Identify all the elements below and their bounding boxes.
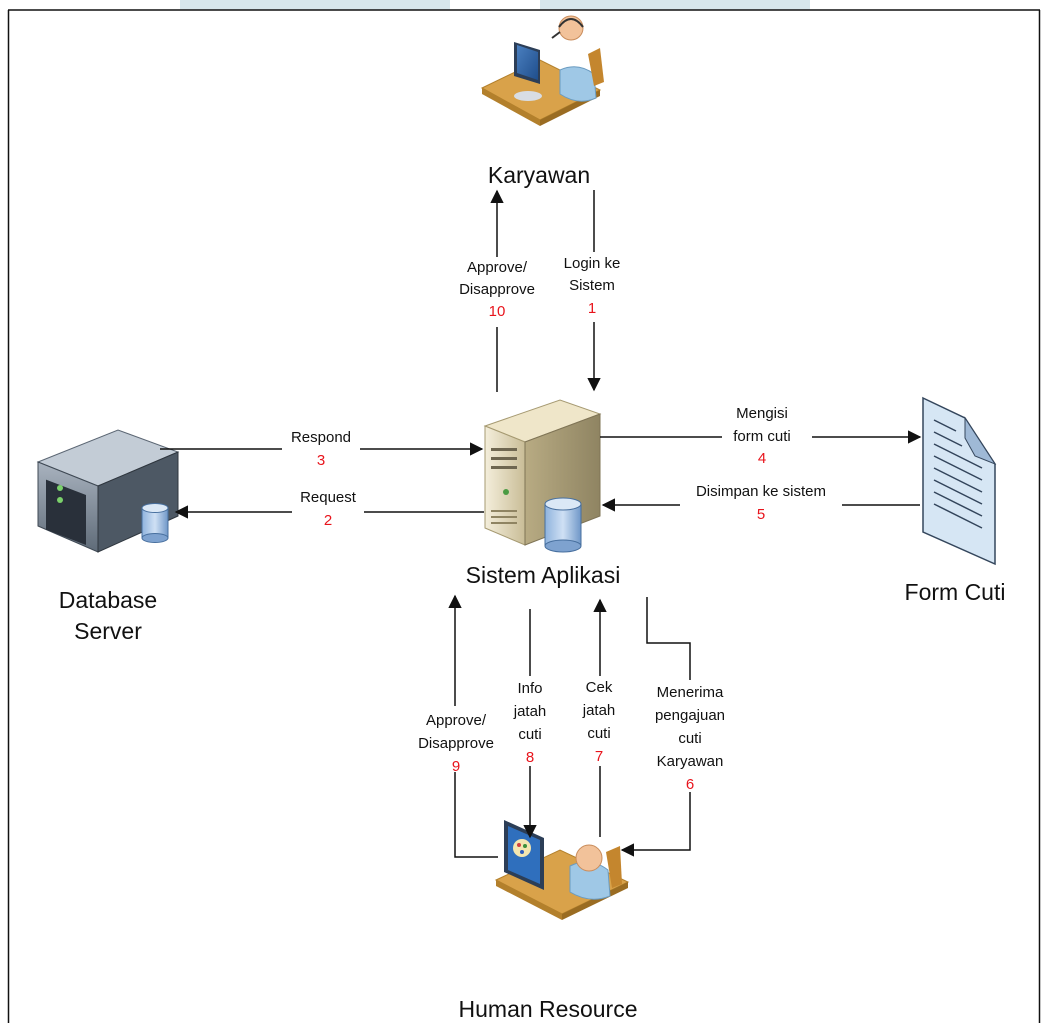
label-bg	[508, 676, 552, 766]
edge-approve-hr-line	[448, 594, 498, 858]
node-label-karyawan: Karyawan	[488, 162, 590, 188]
edge-label: cuti	[587, 725, 610, 742]
node-label-database: Server	[74, 618, 142, 644]
edge-label: jatah	[582, 702, 616, 719]
node-label-database: Database	[59, 587, 157, 613]
label-bg	[552, 252, 636, 322]
edge-label: Disapprove	[418, 735, 494, 752]
edge-label: Disimpan ke sistem	[696, 483, 826, 500]
document-form-icon	[922, 396, 997, 566]
edge-label: Menerima	[657, 684, 724, 701]
employee-at-computer-with-headset-icon	[480, 15, 604, 126]
edge-label: Request	[300, 489, 357, 506]
step-number: 8	[526, 749, 534, 766]
label-bg	[412, 706, 502, 772]
label-bg	[292, 486, 364, 532]
label-bg	[644, 680, 736, 792]
edge-label: Login ke	[564, 255, 621, 272]
edge-label: jatah	[513, 703, 547, 720]
label-bg	[680, 478, 842, 524]
hr-staff-at-computer-icon	[494, 820, 630, 920]
node-label-sistem: Sistem Aplikasi	[466, 562, 621, 588]
edge-label: Mengisi	[736, 405, 788, 422]
edge-label: Sistem	[569, 277, 615, 294]
label-bg	[722, 402, 812, 468]
database-server-rack-icon	[36, 429, 180, 553]
header-tabs	[180, 0, 810, 10]
step-number: 9	[452, 758, 460, 775]
node-label-form: Form Cuti	[905, 579, 1006, 605]
edge-label: Approve/	[467, 259, 528, 276]
edge-label: Info	[517, 680, 542, 697]
step-number: 2	[324, 512, 332, 529]
edge-label: Approve/	[426, 712, 487, 729]
step-number: 6	[686, 776, 694, 793]
edge-menerima-line	[620, 597, 691, 857]
step-number: 4	[758, 450, 766, 467]
label-bg	[578, 676, 622, 766]
edge-label: form cuti	[733, 428, 791, 445]
label-bg	[452, 257, 540, 327]
edge-label: Disapprove	[459, 281, 535, 298]
step-number: 1	[588, 300, 596, 317]
edge-label: cuti	[518, 726, 541, 743]
edge-label: cuti	[678, 730, 701, 747]
label-bg	[282, 426, 360, 472]
application-server-tower-icon	[483, 399, 602, 553]
edge-label: Respond	[291, 429, 351, 446]
step-number: 3	[317, 452, 325, 469]
step-number: 10	[489, 303, 506, 320]
edge-label: pengajuan	[655, 707, 725, 724]
step-number: 7	[595, 748, 603, 765]
edge-label: Karyawan	[657, 753, 724, 770]
node-label-hr: Human Resource	[459, 996, 638, 1022]
diagram-frame	[7, 9, 1041, 1023]
step-number: 5	[757, 506, 765, 523]
edge-label: Cek	[586, 679, 613, 696]
